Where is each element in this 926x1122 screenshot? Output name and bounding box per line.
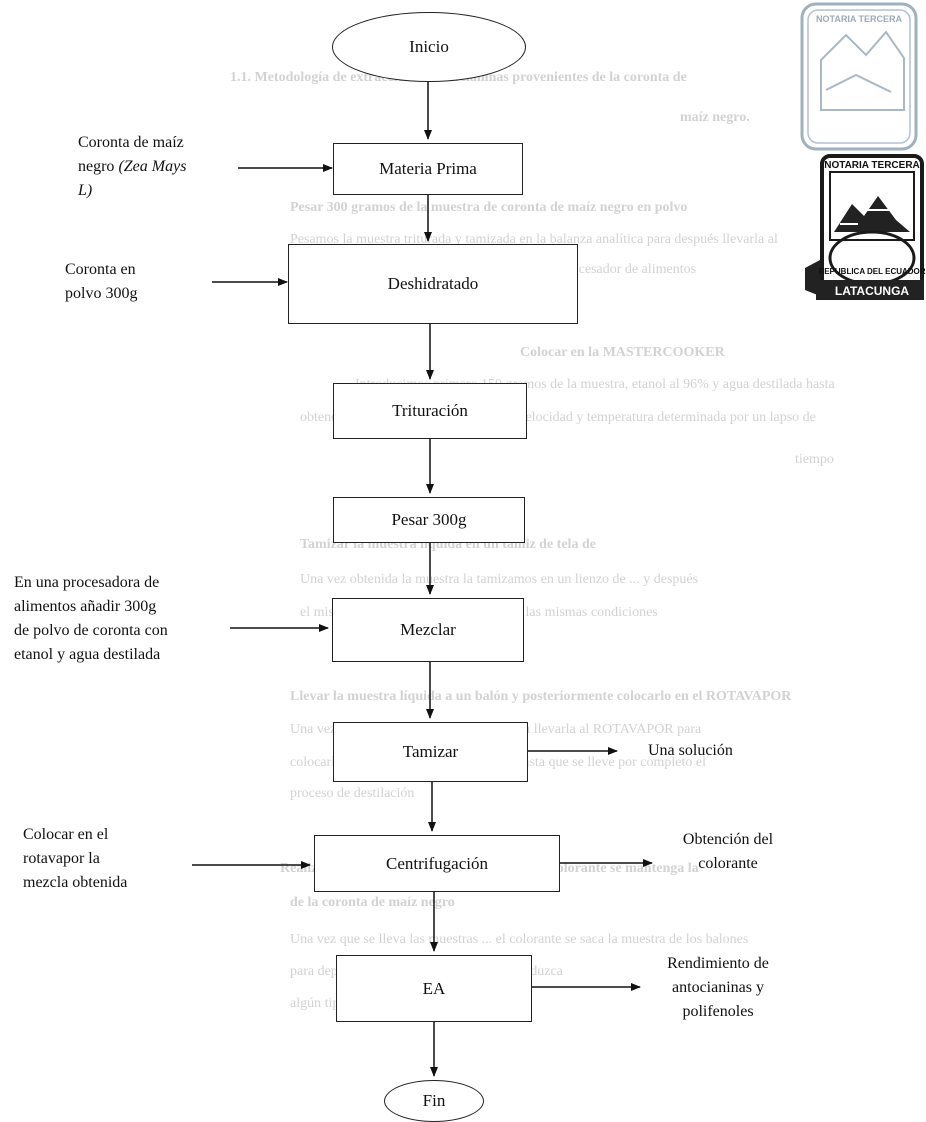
note-line: colorante	[698, 855, 758, 872]
bg-line: Una vez que se lleva las muestras ... el…	[290, 932, 749, 947]
note-line: antocianinas y	[672, 979, 764, 996]
note-line: alimentos añadir 300g	[14, 598, 157, 615]
stamp2-banner: LATACUNGA	[835, 284, 910, 298]
note-line: rotavapor la	[23, 850, 100, 867]
bg-line: procesador de alimentos	[560, 262, 697, 277]
note-text: negro	[78, 158, 119, 175]
note-line: Colocar en el	[23, 826, 109, 843]
stamp1-title: NOTARIA TERCERA	[816, 14, 902, 24]
step-label: Pesar 300g	[391, 510, 467, 529]
note-line: mezcla obtenida	[23, 874, 128, 891]
note-line: Rendimiento de	[667, 955, 769, 972]
output-colorante-note: Obtención del colorante	[663, 828, 793, 876]
notary-stamp-faded: NOTARIA TERCERA	[800, 2, 918, 151]
stamp2-ring: REPUBLICA DEL ECUADOR	[818, 267, 925, 276]
note-line: etanol y agua destilada	[14, 646, 161, 663]
input-polvo-note: Coronta en polvo 300g	[65, 258, 137, 306]
bg-line: maíz negro.	[680, 110, 750, 125]
note-line: Coronta de maíz	[78, 134, 184, 151]
step-label: Centrifugación	[386, 853, 488, 873]
note-line: polifenoles	[682, 1003, 754, 1020]
step-materia-prima: Materia Prima	[333, 143, 523, 195]
step-pesar: Pesar 300g	[333, 497, 525, 543]
note-line: Coronta en	[65, 261, 136, 278]
bg-line: Llevar la muestra líquida a un balón y p…	[290, 689, 792, 704]
step-label: Trituración	[392, 401, 468, 420]
input-procesadora-note: En una procesadora de alimentos añadir 3…	[14, 571, 168, 667]
step-trituracion: Trituración	[333, 383, 527, 439]
input-rotavapor-note: Colocar en el rotavapor la mezcla obteni…	[23, 823, 127, 895]
step-label: Deshidratado	[387, 274, 479, 293]
step-tamizar: Tamizar	[333, 722, 528, 782]
step-ea: EA	[336, 955, 532, 1022]
end-label: Fin	[422, 1091, 446, 1110]
step-deshidratado: Deshidratado	[288, 244, 578, 324]
start-terminal: Inicio	[332, 12, 526, 82]
end-terminal: Fin	[384, 1080, 484, 1122]
note-line: Obtención del	[682, 831, 774, 848]
note-line: polvo 300g	[65, 285, 138, 302]
note-line: Una solución	[648, 742, 733, 759]
output-solucion-note: Una solución	[648, 739, 733, 763]
step-mezclar: Mezclar	[332, 598, 524, 662]
output-rendimiento-note: Rendimiento de antocianinas y polifenole…	[648, 952, 788, 1024]
bg-line: Pesar 300 gramos de la muestra de coront…	[290, 200, 688, 215]
note-text-italic: (Zea Mays	[118, 158, 187, 175]
note-line: En una procesadora de	[14, 574, 160, 591]
bg-line: Colocar en la MASTERCOOKER	[520, 345, 725, 360]
stamp2-title: NOTARIA TERCERA	[824, 160, 920, 171]
bg-line: Pesamos la muestra triturada y tamizada …	[290, 232, 778, 247]
bg-line: Una vez obtenida la muestra la tamizamos…	[300, 572, 699, 587]
input-coronta-note: Coronta de maíz negro (Zea Mays L)	[78, 131, 186, 203]
step-label: EA	[422, 978, 446, 998]
note-line: L)	[78, 182, 93, 199]
note-line: negro (Zea Mays	[78, 155, 186, 179]
bg-line: de la coronta de maíz negro	[290, 895, 455, 910]
note-line: de polvo de coronta con	[14, 622, 168, 639]
step-label: Mezclar	[400, 620, 456, 639]
bg-line: proceso de destilación	[290, 786, 415, 801]
bg-line: tiempo	[795, 452, 834, 467]
step-centrifugacion: Centrifugación	[314, 835, 560, 892]
step-label: Tamizar	[402, 742, 459, 761]
start-label: Inicio	[409, 37, 449, 56]
step-label: Materia Prima	[379, 159, 477, 178]
notary-stamp: NOTARIA TERCERA REPUBLICA DEL ECUADOR LA…	[805, 154, 926, 300]
